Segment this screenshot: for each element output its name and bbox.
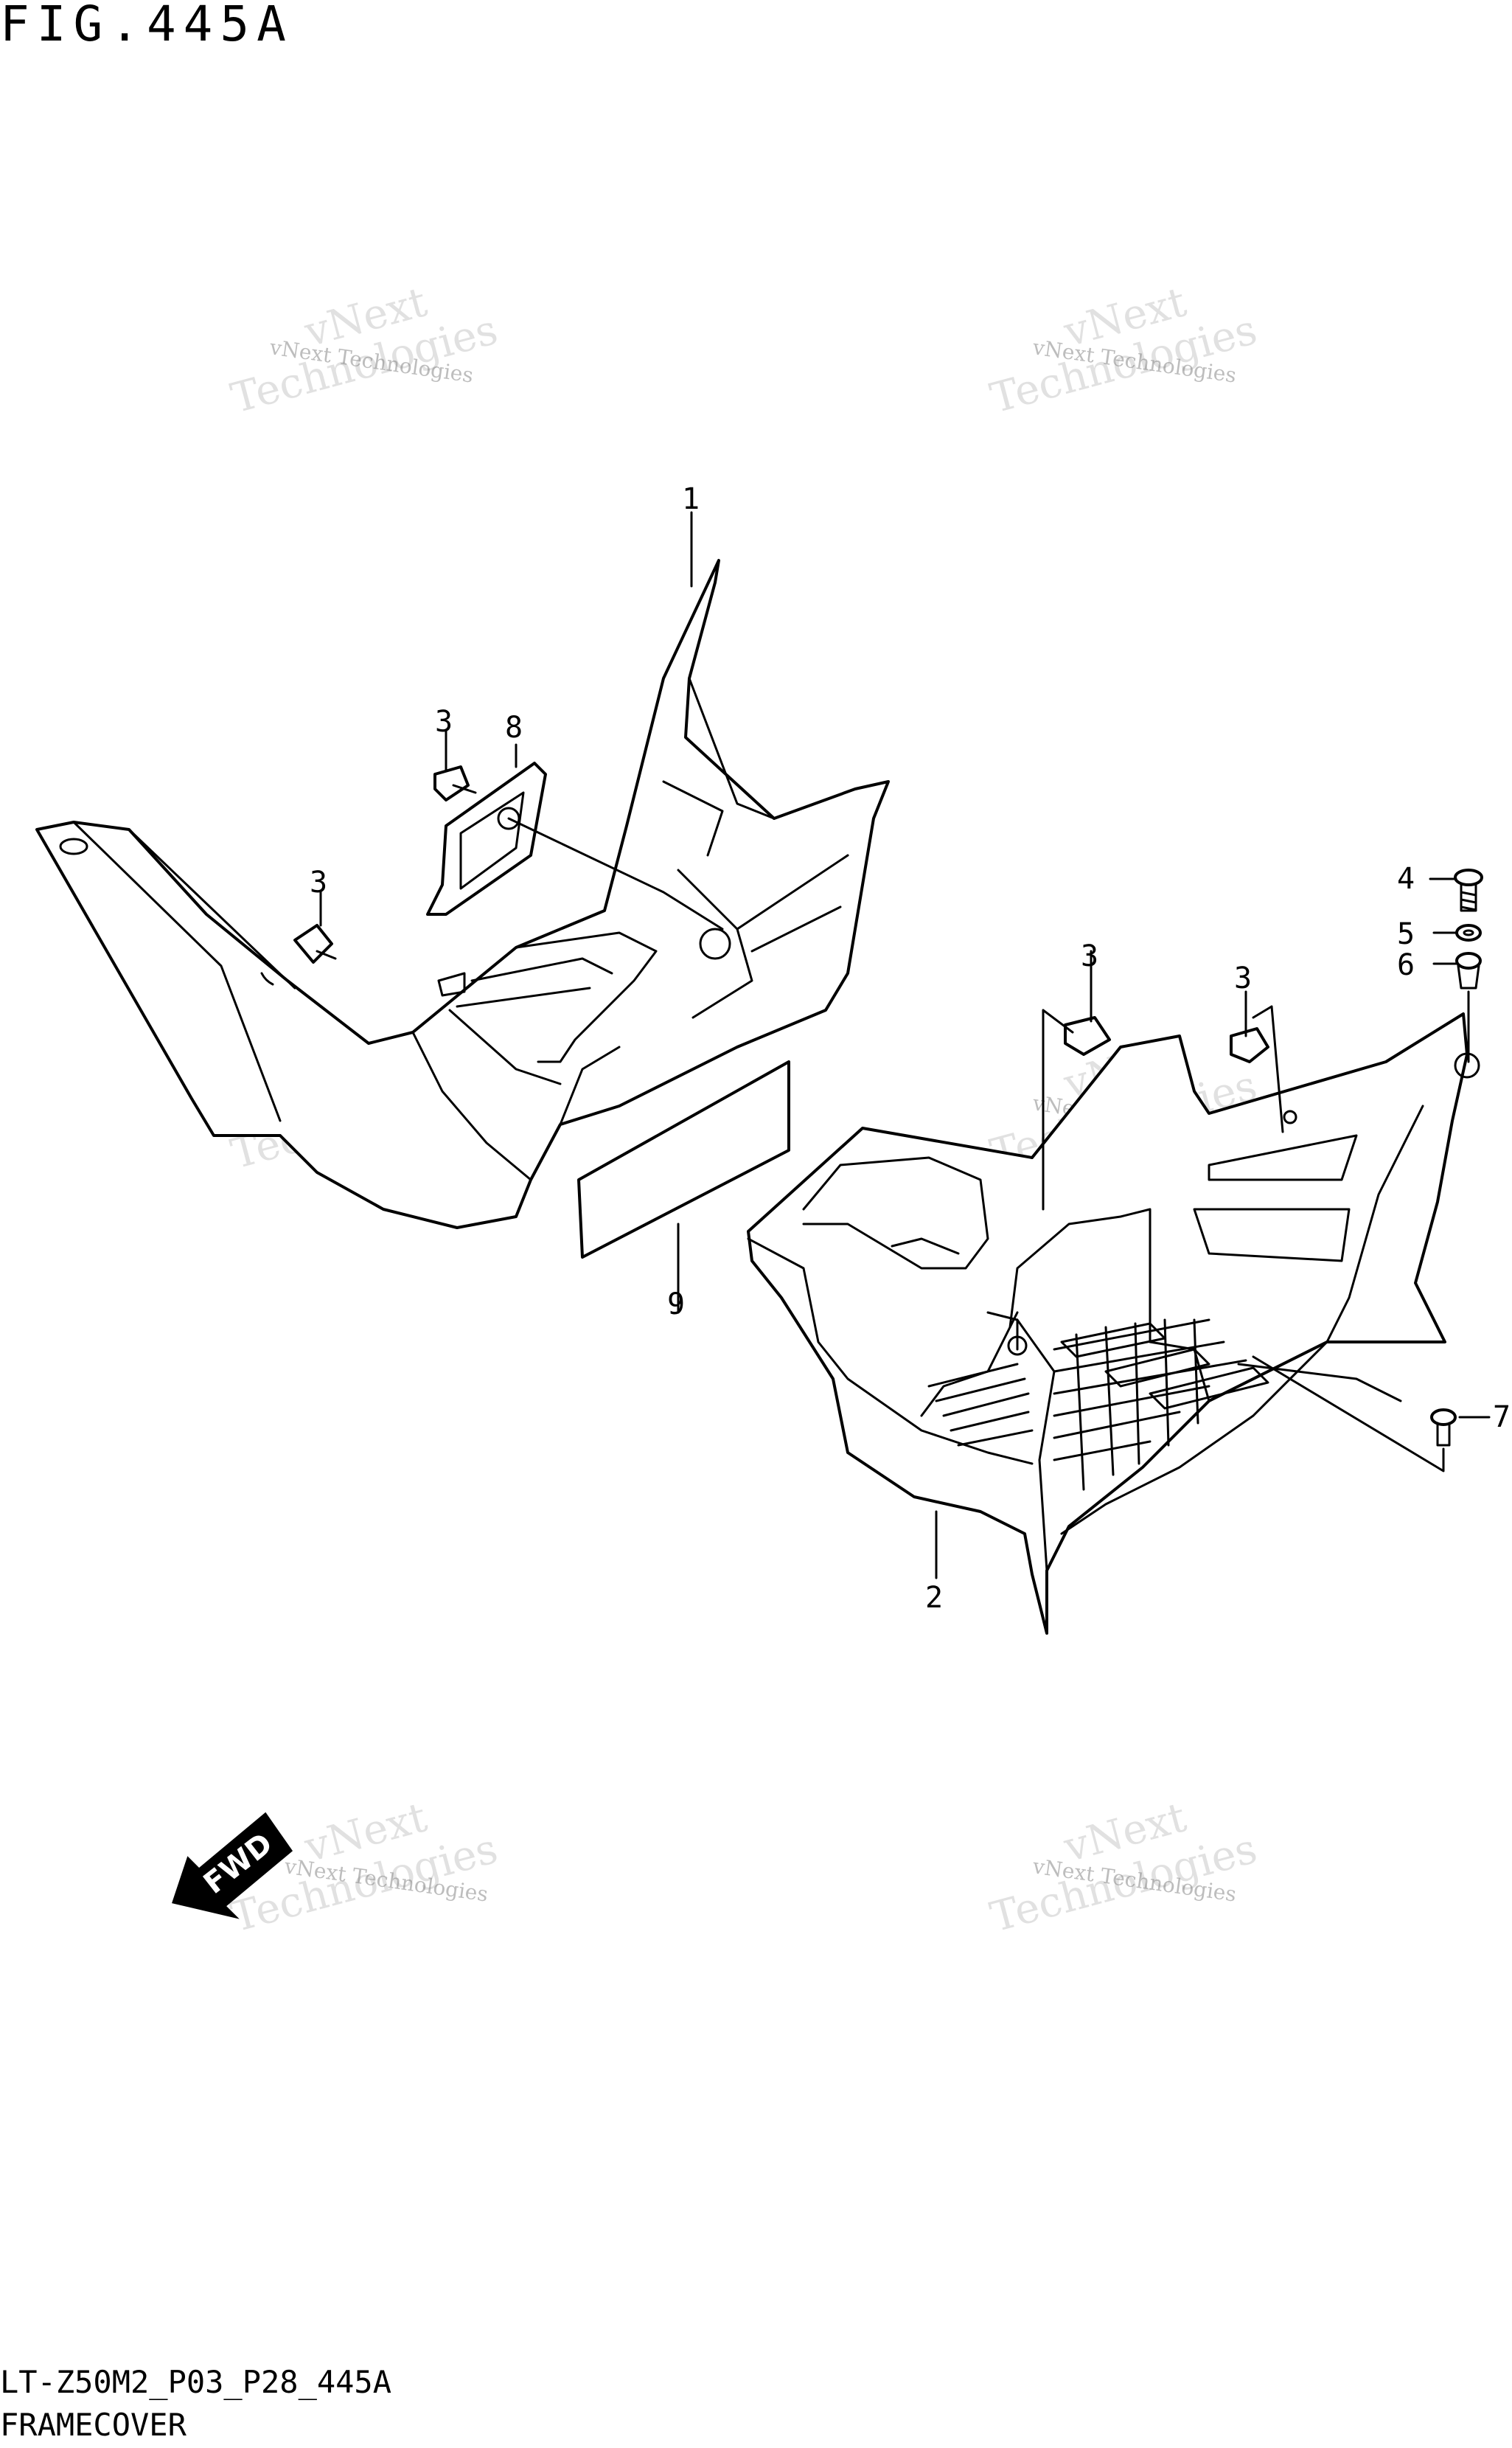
part-2-rear-frame-cover bbox=[747, 1012, 1480, 1635]
bolt-7 bbox=[1430, 1408, 1457, 1447]
clip-3-left bbox=[293, 924, 337, 964]
collar-6 bbox=[1455, 952, 1482, 990]
part-9-pad bbox=[577, 1060, 790, 1259]
diagram-section-name: FRAMECOVER bbox=[0, 2407, 187, 2443]
callout-4: 4 bbox=[1397, 862, 1415, 896]
callout-3-right-a: 3 bbox=[1081, 939, 1098, 973]
callout-5: 5 bbox=[1397, 917, 1415, 951]
callout-3-left: 3 bbox=[310, 866, 327, 900]
watermark-top-left: Technologies vNext vNext Technologies bbox=[226, 278, 503, 423]
callout-2: 2 bbox=[925, 1581, 943, 1615]
part-1-front-frame-cover bbox=[35, 559, 890, 1229]
callout-labels: 1 2 3 3 3 3 4 5 6 7 8 9 bbox=[310, 482, 1511, 1615]
callout-6: 6 bbox=[1397, 948, 1415, 982]
watermark-top-right: Technologies vNext vNext Technologies bbox=[986, 278, 1262, 423]
part-8-bracket bbox=[426, 762, 547, 916]
figure-title: FIG.445A bbox=[0, 0, 293, 52]
callout-9: 9 bbox=[667, 1287, 685, 1321]
watermark-bottom-right: Technologies vNext vNext Technologies bbox=[986, 1793, 1262, 1941]
screw-4 bbox=[1454, 869, 1483, 912]
clip-3-upper bbox=[433, 765, 477, 801]
leader-lines bbox=[319, 511, 1491, 1579]
callout-3-upper: 3 bbox=[435, 705, 453, 739]
clip-3-right-a bbox=[1064, 1016, 1111, 1056]
callout-7: 7 bbox=[1493, 1400, 1511, 1434]
washer-5 bbox=[1455, 924, 1482, 942]
callout-1: 1 bbox=[682, 482, 700, 516]
callout-8: 8 bbox=[505, 711, 523, 745]
clip-3-right-b bbox=[1230, 1027, 1269, 1063]
diagram-code: LT-Z50M2_P03_P28_445A bbox=[0, 2364, 392, 2400]
callout-3-right-b: 3 bbox=[1234, 962, 1252, 995]
